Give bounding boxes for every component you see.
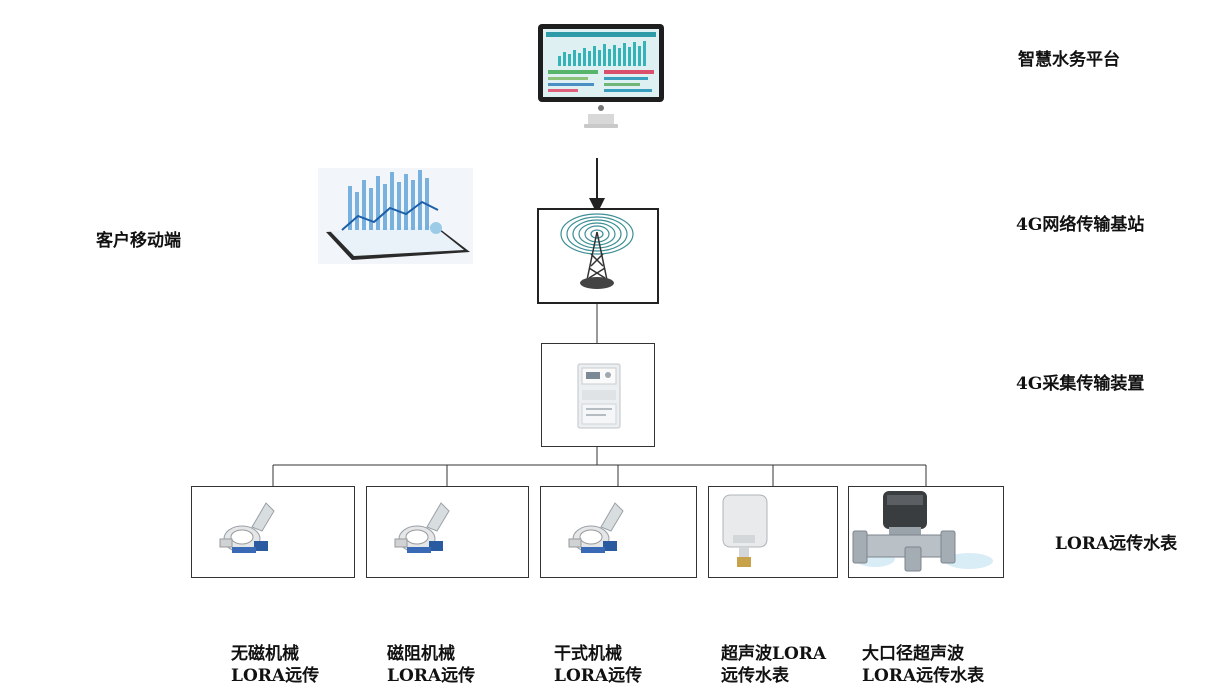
mechanical-meter-icon	[219, 502, 275, 553]
meter-box-4	[708, 486, 838, 578]
meter-caption-line1: 无磁机械	[231, 644, 299, 664]
meter-box-1	[191, 486, 355, 578]
large-ultrasonic-meter-icon	[852, 491, 993, 572]
meter-caption-line2: 远传水表	[721, 666, 789, 686]
base-station-label: 4G网络传输基站	[1016, 215, 1145, 235]
meter-caption-line1: 大口径超声波	[862, 644, 964, 664]
monitor-icon	[538, 24, 664, 132]
ultrasonic-meter-icon	[722, 494, 768, 567]
antenna-tower-icon	[560, 213, 634, 289]
meter-box-5	[848, 486, 1004, 578]
meter-caption-line2: LORA远传水表	[862, 666, 985, 686]
meter-caption-2: 磁阻机械 LORA远传	[387, 643, 475, 687]
meter-caption-line2: LORA远传	[554, 666, 643, 686]
meter-caption-line1: 磁阻机械	[387, 644, 455, 664]
meter-box-2	[366, 486, 529, 578]
collector-box	[541, 343, 655, 447]
meter-caption-5: 大口径超声波 LORA远传水表	[862, 643, 984, 687]
meter-caption-3: 干式机械 LORA远传	[554, 643, 642, 687]
meter-caption-line1: 超声波LORA	[721, 644, 827, 664]
platform-label: 智慧水务平台	[1018, 50, 1120, 70]
mobile-label: 客户移动端	[96, 231, 181, 251]
base-station-box	[537, 208, 659, 304]
collector-device-icon	[577, 363, 621, 429]
meter-caption-line2: LORA远传	[231, 666, 320, 686]
tablet-icon	[318, 168, 473, 264]
meter-caption-line2: LORA远传	[387, 666, 476, 686]
mechanical-meter-icon	[394, 502, 450, 553]
lora-meters-label: LORA远传水表	[1055, 534, 1178, 554]
mechanical-meter-icon	[568, 502, 624, 553]
collector-label: 4G采集传输装置	[1016, 374, 1145, 394]
meter-caption-4: 超声波LORA 远传水表	[721, 643, 826, 687]
meter-box-3	[540, 486, 697, 578]
meter-caption-line1: 干式机械	[554, 644, 622, 664]
meter-caption-1: 无磁机械 LORA远传	[231, 643, 319, 687]
